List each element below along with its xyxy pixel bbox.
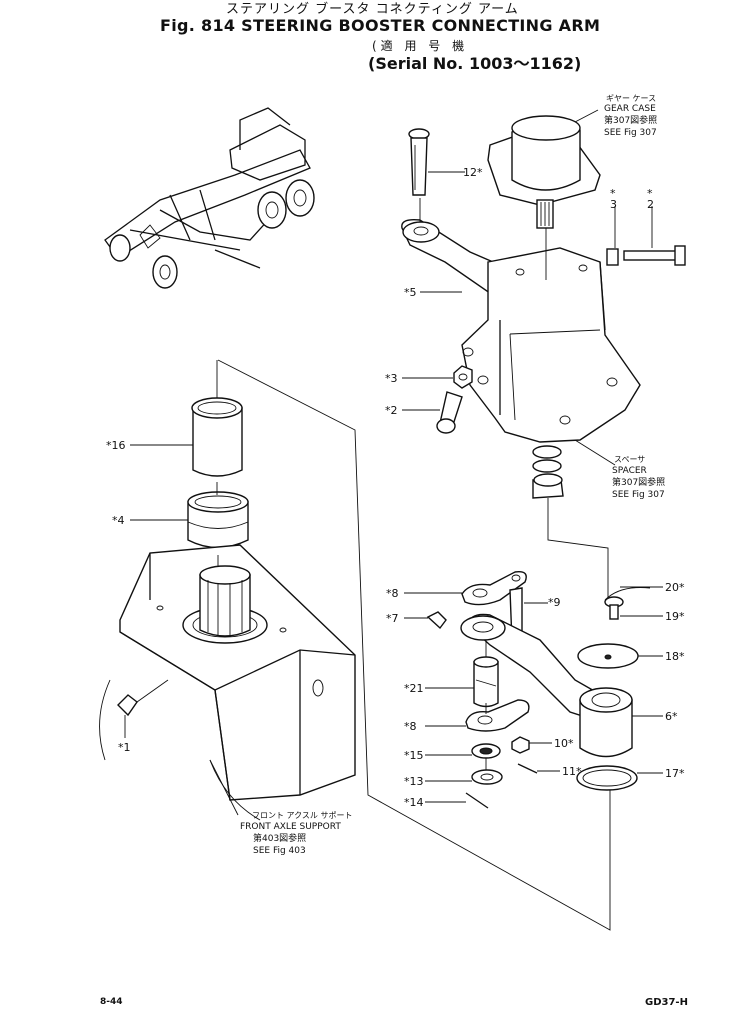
nut-10 [511,736,530,754]
nut-3-top [606,248,619,266]
callout-13: *13 [404,775,424,788]
callout-16: *16 [106,439,126,452]
machine-overview-sketch [104,107,315,289]
callout-2: *2 [385,404,398,417]
pin-21 [473,656,499,708]
page-number: 8-44 [100,997,123,1007]
pin-12 [408,128,430,196]
connecting-arm-6 [460,613,633,758]
callout-1: *1 [118,741,131,754]
callout-4: *4 [112,514,125,527]
ring-4 [187,491,249,549]
plate-8-upper [461,571,527,606]
callout-3-top: * 3 [610,187,617,211]
gear-case-see-ref: SEE Fig 307 [604,128,657,138]
callout-2-top: * 2 [647,187,654,211]
callout-21: *21 [404,682,424,695]
callout-20: 20* [665,581,685,594]
gear-case-kana: ギヤー ケース [606,94,657,103]
model-code: GD37-H [645,997,688,1008]
spacer-label: SPACER [612,466,647,476]
front-axle-support-label: FRONT AXLE SUPPORT [240,822,341,832]
front-axle-support-jp-ref: 第403図参照 [253,834,307,844]
washer-13 [471,769,503,785]
pin-11 [517,763,538,774]
spacer-kana: スペーサ [614,455,646,464]
nut-3 [453,365,473,389]
callout-8-lower: *8 [404,720,417,733]
bushing-16 [191,397,243,477]
callout-12: 12* [463,166,483,179]
leader-lines [124,109,663,816]
front-axle-support [99,544,356,821]
bolt-2 [436,391,463,434]
bolt-2-top [623,250,677,261]
front-axle-support-see-ref: SEE Fig 403 [253,846,306,856]
gear-case-jp-ref: 第307図参照 [604,116,658,126]
callout-15: *15 [404,749,424,762]
grease-fitting-7 [426,611,447,630]
figure-title: Fig. 814 STEERING BOOSTER CONNECTING ARM [160,16,601,35]
callout-14: *14 [404,796,424,809]
callout-18: 18* [665,650,685,663]
bolt-19 [604,587,651,620]
callout-3: *3 [385,372,398,385]
callout-8-upper: *8 [386,587,399,600]
gear-case-label: GEAR CASE [604,104,656,114]
callout-11: 11* [562,765,582,778]
callout-19: 19* [665,610,685,623]
spacer-see-ref: SEE Fig 307 [612,490,665,500]
serial-japanese: (適 用 号 機 [372,39,469,53]
callout-5: *5 [404,286,417,299]
cotter-pin-14 [465,792,489,809]
callout-17: 17* [665,767,685,780]
booster-housing [461,247,641,443]
callout-9: *9 [548,596,561,609]
callout-7: *7 [386,612,399,625]
callout-10: 10* [554,737,574,750]
front-axle-support-kana: フロント アクスル サポート [252,811,353,820]
grease-fitting-1 [117,694,138,717]
callout-6: 6* [665,710,678,723]
plate-8-lower [465,699,530,732]
gear-case [487,115,601,229]
serial-range: (Serial No. 1003～1162) [368,54,582,73]
title-japanese: ステアリング ブースタ コネクティング アーム [226,2,519,17]
spacer-stack [532,445,564,499]
spacer-jp-ref: 第307図参照 [612,478,666,488]
assembly-lines [216,198,611,931]
